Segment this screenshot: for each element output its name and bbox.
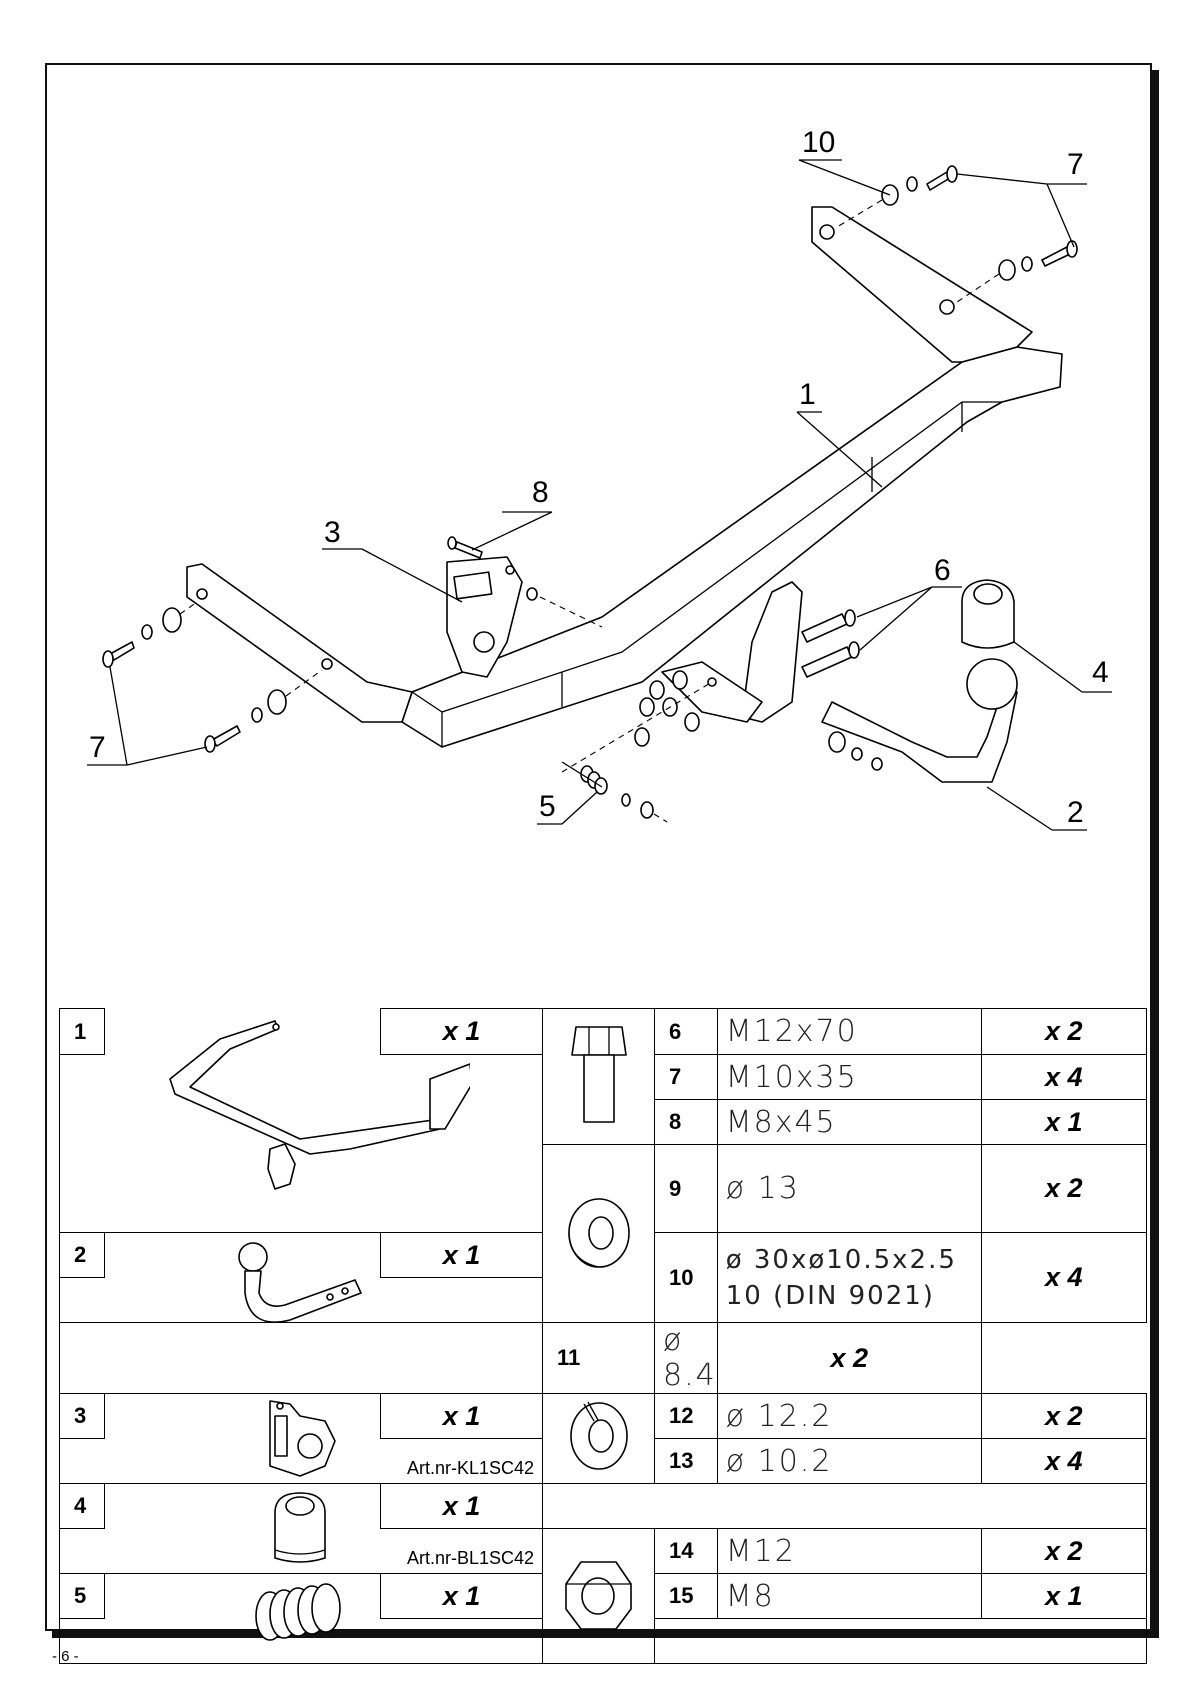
- parts-table: 1 x 1 6 M12x70 x 2: [59, 1008, 1147, 1664]
- item-4-qty: x 1: [380, 1483, 543, 1529]
- socket-plate: [446, 536, 603, 678]
- item-9-number: 9: [654, 1144, 718, 1233]
- callout-5: 5: [539, 790, 556, 823]
- bolt-icon: [542, 1008, 655, 1145]
- callout-2: 2: [1067, 796, 1084, 829]
- nut-icon: [542, 1528, 655, 1664]
- bolts-m12: [561, 609, 860, 773]
- ball-cover: [961, 579, 1015, 649]
- callout-3: 3: [324, 516, 341, 549]
- spring-washer-icon: [542, 1393, 655, 1484]
- item-11-spec: ø 8.4: [654, 1322, 718, 1394]
- callout-1: 1: [799, 378, 816, 411]
- item-7-number: 7: [654, 1054, 718, 1100]
- item-6-spec: M12x70: [716, 1008, 982, 1055]
- callout-4: 4: [1092, 656, 1109, 689]
- callouts: 10 7 1 8 3 6 4 7: [87, 126, 1112, 831]
- item-13-spec: ø 10.2: [716, 1438, 982, 1484]
- ball-neck: [821, 658, 1018, 783]
- item-11-number: 11: [542, 1322, 655, 1394]
- item-12-qty: x 2: [980, 1393, 1147, 1439]
- towbar-frame-icon: [104, 1008, 470, 1233]
- washer-icon: [542, 1144, 655, 1323]
- item-10-qty: x 4: [980, 1232, 1147, 1323]
- item-5-qty: x 1: [380, 1573, 543, 1619]
- item-3-qty: x 1: [380, 1393, 543, 1439]
- item-4-artnr: Art.nr-BL1SC42: [380, 1528, 543, 1574]
- item-1-number: 1: [59, 1008, 105, 1055]
- item-8-qty: x 1: [980, 1099, 1147, 1145]
- spring-part: [580, 765, 668, 823]
- item-15-qty: x 1: [980, 1573, 1147, 1619]
- item-7-spec: M10x35: [716, 1054, 982, 1100]
- item-6-number: 6: [654, 1008, 718, 1055]
- item-8-spec: M8x45: [716, 1099, 982, 1145]
- item-3-artnr: Art.nr-KL1SC42: [380, 1438, 543, 1484]
- item-3-number: 3: [59, 1393, 105, 1439]
- item-2-qty: x 1: [380, 1232, 543, 1278]
- callout-6: 6: [934, 554, 951, 587]
- item-13-qty: x 4: [980, 1438, 1147, 1484]
- item-2-number: 2: [59, 1232, 105, 1278]
- towbar-crossbar: [186, 206, 1063, 748]
- callout-7-bottom: 7: [89, 731, 106, 764]
- item-12-number: 12: [654, 1393, 718, 1439]
- callout-8: 8: [532, 476, 549, 509]
- item-12-spec: ø 12.2: [716, 1393, 982, 1439]
- callout-7-top: 7: [1067, 148, 1084, 181]
- callout-10: 10: [802, 126, 835, 159]
- item-15-number: 15: [654, 1573, 718, 1619]
- item-5-number: 5: [59, 1573, 105, 1619]
- item-14-number: 14: [654, 1528, 718, 1574]
- item-15-spec: M8: [716, 1573, 982, 1619]
- page-frame: 10 7 1 8 3 6 4 7: [45, 63, 1152, 1664]
- spring-icon: [104, 1573, 381, 1664]
- bolts-left: [102, 601, 323, 753]
- item-10-spec: ø 30xø10.5x2.5 10 (DIN 9021): [716, 1232, 982, 1323]
- item-10-spec-line2: 10 (DIN 9021): [725, 1280, 935, 1311]
- item-10-number: 10: [654, 1232, 718, 1323]
- item-8-number: 8: [654, 1099, 718, 1145]
- ball-cover-icon: [104, 1483, 381, 1574]
- item-9-qty: x 2: [980, 1144, 1147, 1233]
- item-14-qty: x 2: [980, 1528, 1147, 1574]
- item-14-spec: M12: [716, 1528, 982, 1574]
- item-11-qty: x 2: [716, 1322, 982, 1394]
- item-4-number: 4: [59, 1483, 105, 1529]
- page-number: - 6 -: [52, 1648, 79, 1665]
- ball-neck-icon: [104, 1232, 381, 1323]
- item-6-qty: x 2: [980, 1008, 1147, 1055]
- item-13-number: 13: [654, 1438, 718, 1484]
- socket-plate-icon: [104, 1393, 381, 1484]
- item-10-spec-line1: ø 30xø10.5x2.5: [725, 1244, 957, 1275]
- item-1-qty: x 1: [380, 1008, 543, 1055]
- item-7-qty: x 4: [980, 1054, 1147, 1100]
- item-9-spec: ø 13: [716, 1144, 982, 1233]
- exploded-diagram: 10 7 1 8 3 6 4 7: [87, 126, 1112, 831]
